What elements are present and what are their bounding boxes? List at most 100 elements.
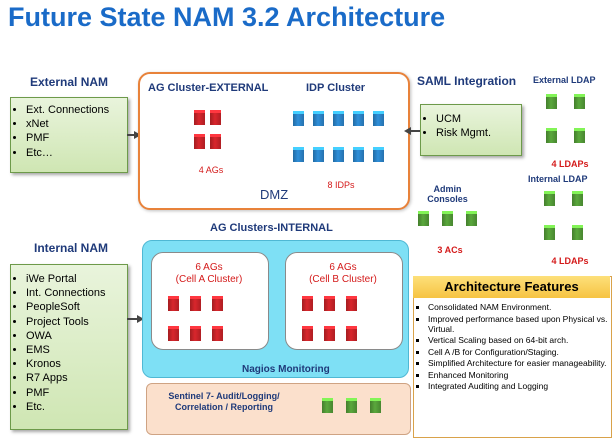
internal-nam-item: PMF (26, 386, 127, 400)
feature-item: Consolidated NAM Environment. (428, 302, 608, 312)
server-icon (466, 211, 477, 226)
server-icon (322, 398, 333, 413)
external-ldap-label: External LDAP (533, 75, 596, 85)
external-nam-item: PMF (26, 131, 127, 145)
feature-item: Vertical Scaling based on 64-bit arch. (428, 335, 608, 345)
server-icon (302, 326, 313, 341)
admin-label-line2: Consoles (427, 194, 468, 204)
server-icon (302, 296, 313, 311)
server-icon (210, 134, 221, 149)
server-icon (370, 398, 381, 413)
internal-ldap-count: 4 LDAPs (551, 256, 589, 266)
server-icon (353, 147, 364, 162)
cell-b-line2: (Cell B Cluster) (309, 274, 377, 285)
sentinel-line2: Correlation / Reporting (174, 402, 273, 412)
ag-external-count: 4 AGs (198, 165, 224, 175)
server-icon (293, 111, 304, 126)
server-icon (373, 111, 384, 126)
server-icon (442, 211, 453, 226)
saml-item: UCM (436, 112, 521, 126)
server-icon (212, 326, 223, 341)
cell-a-line1: 6 AGs (195, 262, 223, 273)
saml-label: SAML Integration (417, 74, 517, 88)
server-icon (572, 191, 583, 206)
server-icon (194, 110, 205, 125)
cell-a-label: 6 AGs (Cell A Cluster) (151, 262, 267, 286)
internal-ldap-label: Internal LDAP (528, 174, 588, 184)
ag-internal-label: AG Clusters-INTERNAL (210, 222, 333, 234)
server-icon (546, 128, 557, 143)
server-icon (353, 111, 364, 126)
server-icon (544, 225, 555, 240)
feature-item: Simplified Architecture for easier manag… (428, 358, 608, 368)
feature-item: Cell A /B for Configuration/Staging. (428, 347, 608, 357)
server-icon (324, 326, 335, 341)
server-icon (168, 296, 179, 311)
sentinel-label: Sentinel 7- Audit/Logging/ Correlation /… (152, 391, 296, 413)
server-icon (574, 128, 585, 143)
idp-count: 8 IDPs (327, 180, 355, 190)
server-icon (346, 326, 357, 341)
internal-nam-item: iWe Portal (26, 272, 127, 286)
external-ldap-count: 4 LDAPs (551, 159, 589, 169)
cell-b-line1: 6 AGs (329, 262, 357, 273)
nagios-monitoring-label: Nagios Monitoring (242, 364, 330, 375)
dmz-label: DMZ (260, 187, 289, 202)
internal-nam-item: Project Tools (26, 315, 127, 329)
server-icon (346, 398, 357, 413)
server-icon (190, 326, 201, 341)
dmz-box (138, 72, 410, 210)
admin-count: 3 ACs (437, 245, 463, 255)
server-icon (544, 191, 555, 206)
server-icon (212, 296, 223, 311)
saml-item: Risk Mgmt. (436, 126, 521, 140)
internal-nam-label: Internal NAM (34, 241, 109, 255)
ag-external-label: AG Cluster-EXTERNAL (148, 82, 269, 94)
features-header: Architecture Features (413, 276, 610, 298)
admin-label-line1: Admin (433, 184, 462, 194)
internal-nam-item: R7 Apps (26, 371, 127, 385)
server-icon (333, 111, 344, 126)
external-nam-box: Ext. Connections xNet PMF Etc… (10, 97, 128, 173)
server-icon (168, 326, 179, 341)
internal-nam-arrow (127, 315, 144, 323)
external-nam-item: Etc… (26, 146, 127, 160)
internal-nam-item: Int. Connections (26, 286, 127, 300)
internal-nam-item: Kronos (26, 357, 127, 371)
server-icon (313, 111, 324, 126)
idp-cluster-label: IDP Cluster (306, 82, 366, 94)
external-nam-arrow (127, 131, 141, 139)
server-icon (546, 94, 557, 109)
sentinel-box (146, 383, 411, 435)
server-icon (293, 147, 304, 162)
server-icon (572, 225, 583, 240)
server-icon (210, 110, 221, 125)
internal-nam-item: OWA (26, 329, 127, 343)
server-icon (190, 296, 201, 311)
features-box (413, 276, 612, 438)
external-nam-item: xNet (26, 117, 127, 131)
sentinel-line1: Sentinel 7- Audit/Logging/ (168, 391, 280, 401)
saml-arrow (404, 127, 421, 135)
server-icon (574, 94, 585, 109)
internal-nam-item: Etc. (26, 400, 127, 414)
feature-item: Integrated Auditing and Logging (428, 381, 608, 391)
cell-a-line2: (Cell A Cluster) (175, 274, 243, 285)
external-nam-item: Ext. Connections (26, 103, 127, 117)
server-icon (324, 296, 335, 311)
internal-nam-box: iWe Portal Int. Connections PeopleSoft P… (10, 264, 128, 430)
internal-nam-item: EMS (26, 343, 127, 357)
external-nam-label: External NAM (30, 75, 109, 89)
features-list: Consolidated NAM Environment. Improved p… (418, 302, 608, 393)
server-icon (313, 147, 324, 162)
admin-consoles-label: Admin Consoles (420, 184, 475, 204)
internal-nam-item: PeopleSoft (26, 300, 127, 314)
feature-item: Enhanced Monitoring (428, 370, 608, 380)
saml-box: UCM Risk Mgmt. (420, 104, 522, 156)
page-title: Future State NAM 3.2 Architecture (8, 2, 446, 32)
server-icon (418, 211, 429, 226)
cell-b-label: 6 AGs (Cell B Cluster) (285, 262, 401, 286)
feature-item: Improved performance based upon Physical… (428, 314, 608, 334)
server-icon (333, 147, 344, 162)
server-icon (373, 147, 384, 162)
